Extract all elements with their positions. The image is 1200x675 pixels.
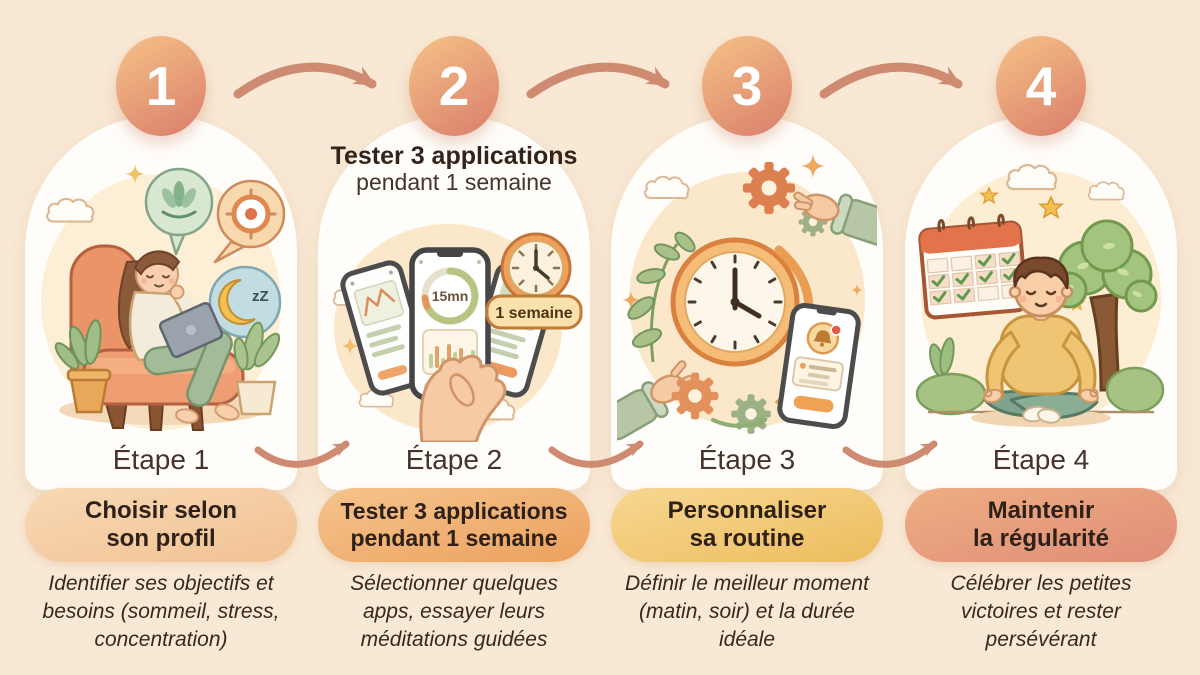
step-pill-1: Choisir selon son profil — [25, 488, 297, 562]
week-badge-label: 1 semaine — [495, 305, 572, 322]
phone-notification — [777, 303, 861, 429]
illustration-maintenir-regularite — [915, 163, 1165, 427]
sleep-zs-label: zZ — [252, 288, 269, 305]
potted-plant-right — [233, 321, 281, 416]
illustration-personnaliser-routine — [617, 153, 877, 441]
caption-line2: pendant 1 semaine — [356, 169, 552, 195]
step-arrow-1 — [254, 440, 350, 468]
step-arrow-3 — [842, 440, 938, 468]
phone-left — [340, 260, 432, 396]
flow-arrow-2 — [526, 62, 670, 99]
etape-label: Étape 3 — [698, 444, 796, 475]
step-number-badge: 3 — [702, 36, 792, 136]
caption-line1: Tester 3 applications — [330, 142, 578, 170]
etape-label: Étape 2 — [405, 444, 503, 475]
step2-top-caption: Tester 3 applications pendant 1 semaine — [318, 142, 590, 196]
step-description: Célébrer les petites victoires et rester… — [950, 572, 1132, 651]
etape-label: Étape 4 — [992, 444, 1090, 475]
calendar-icon — [918, 213, 1029, 320]
step-pill-2: Tester 3 applications pendant 1 semaine — [318, 488, 590, 562]
leaf-branch — [627, 231, 696, 363]
step-title-line2: pendant 1 semaine — [350, 525, 558, 551]
step-description: Définir le meilleur moment (matin, soir)… — [625, 572, 869, 651]
flow-arrow-3 — [819, 62, 963, 99]
step-title-line2: sa routine — [689, 525, 805, 552]
gear-icon — [742, 161, 796, 215]
sparkle-icon — [800, 153, 826, 179]
flow-arrow-1 — [233, 62, 377, 99]
step-title-line1: Choisir selon — [84, 496, 238, 524]
cloud-icon — [1006, 163, 1058, 191]
gear-icon — [671, 372, 719, 420]
step-number: 4 — [1025, 55, 1057, 117]
etape-label: Étape 1 — [112, 444, 210, 475]
step-number-badge: 4 — [996, 36, 1086, 136]
step-column-4: 4 — [905, 0, 1177, 675]
bush-left — [915, 372, 987, 416]
illustration-tester-apps: 15mn — [332, 224, 583, 442]
step-description: Sélectionner quelques apps, essayer leur… — [350, 572, 558, 651]
step-title-line2: la régularité — [972, 525, 1110, 552]
step-arrow-2 — [548, 440, 644, 468]
step-title-line2: son profil — [106, 525, 216, 552]
big-clock — [670, 237, 800, 367]
step-number-badge: 1 — [116, 36, 206, 136]
hand-holding — [617, 360, 695, 441]
cloud-icon — [644, 175, 690, 200]
step-title-line1: Maintenir — [987, 496, 1095, 524]
thought-bubble-target-icon — [213, 179, 286, 264]
potted-plant-left — [54, 319, 112, 414]
hand-adjusting — [793, 191, 877, 249]
step-number-badge: 2 — [409, 36, 499, 136]
step-pill-4: Maintenir la régularité — [905, 488, 1177, 562]
step-pill-3: Personnaliser sa routine — [611, 488, 883, 562]
step-number: 2 — [438, 55, 470, 117]
bush-right — [1105, 366, 1165, 414]
step-number: 3 — [731, 55, 763, 117]
notification-dot — [830, 324, 842, 336]
step-column-1: 1 zZ — [25, 0, 297, 675]
step-column-2: 2 Tester 3 applications pendant 1 semain… — [318, 0, 590, 675]
hand — [419, 354, 507, 442]
step-number: 1 — [145, 55, 177, 117]
clock-icon — [500, 232, 572, 304]
tablet-icon — [158, 302, 224, 358]
bell-icon — [813, 330, 832, 344]
illustration-choisir-profil: zZ — [41, 164, 286, 431]
woman-with-tablet — [118, 250, 240, 424]
step-column-3: 3 — [611, 0, 883, 675]
cloud-icon — [46, 197, 95, 223]
step-description: Identifier ses objectifs et besoins (som… — [42, 572, 280, 651]
thought-bubble-leaf-icon — [144, 167, 214, 256]
step-title-line1: Personnaliser — [667, 496, 827, 524]
timer-label: 15mn — [432, 288, 469, 304]
step-title-line1: Tester 3 applications — [340, 498, 568, 525]
week-badge: 1 semaine — [485, 294, 583, 330]
meditating-man — [983, 256, 1099, 424]
